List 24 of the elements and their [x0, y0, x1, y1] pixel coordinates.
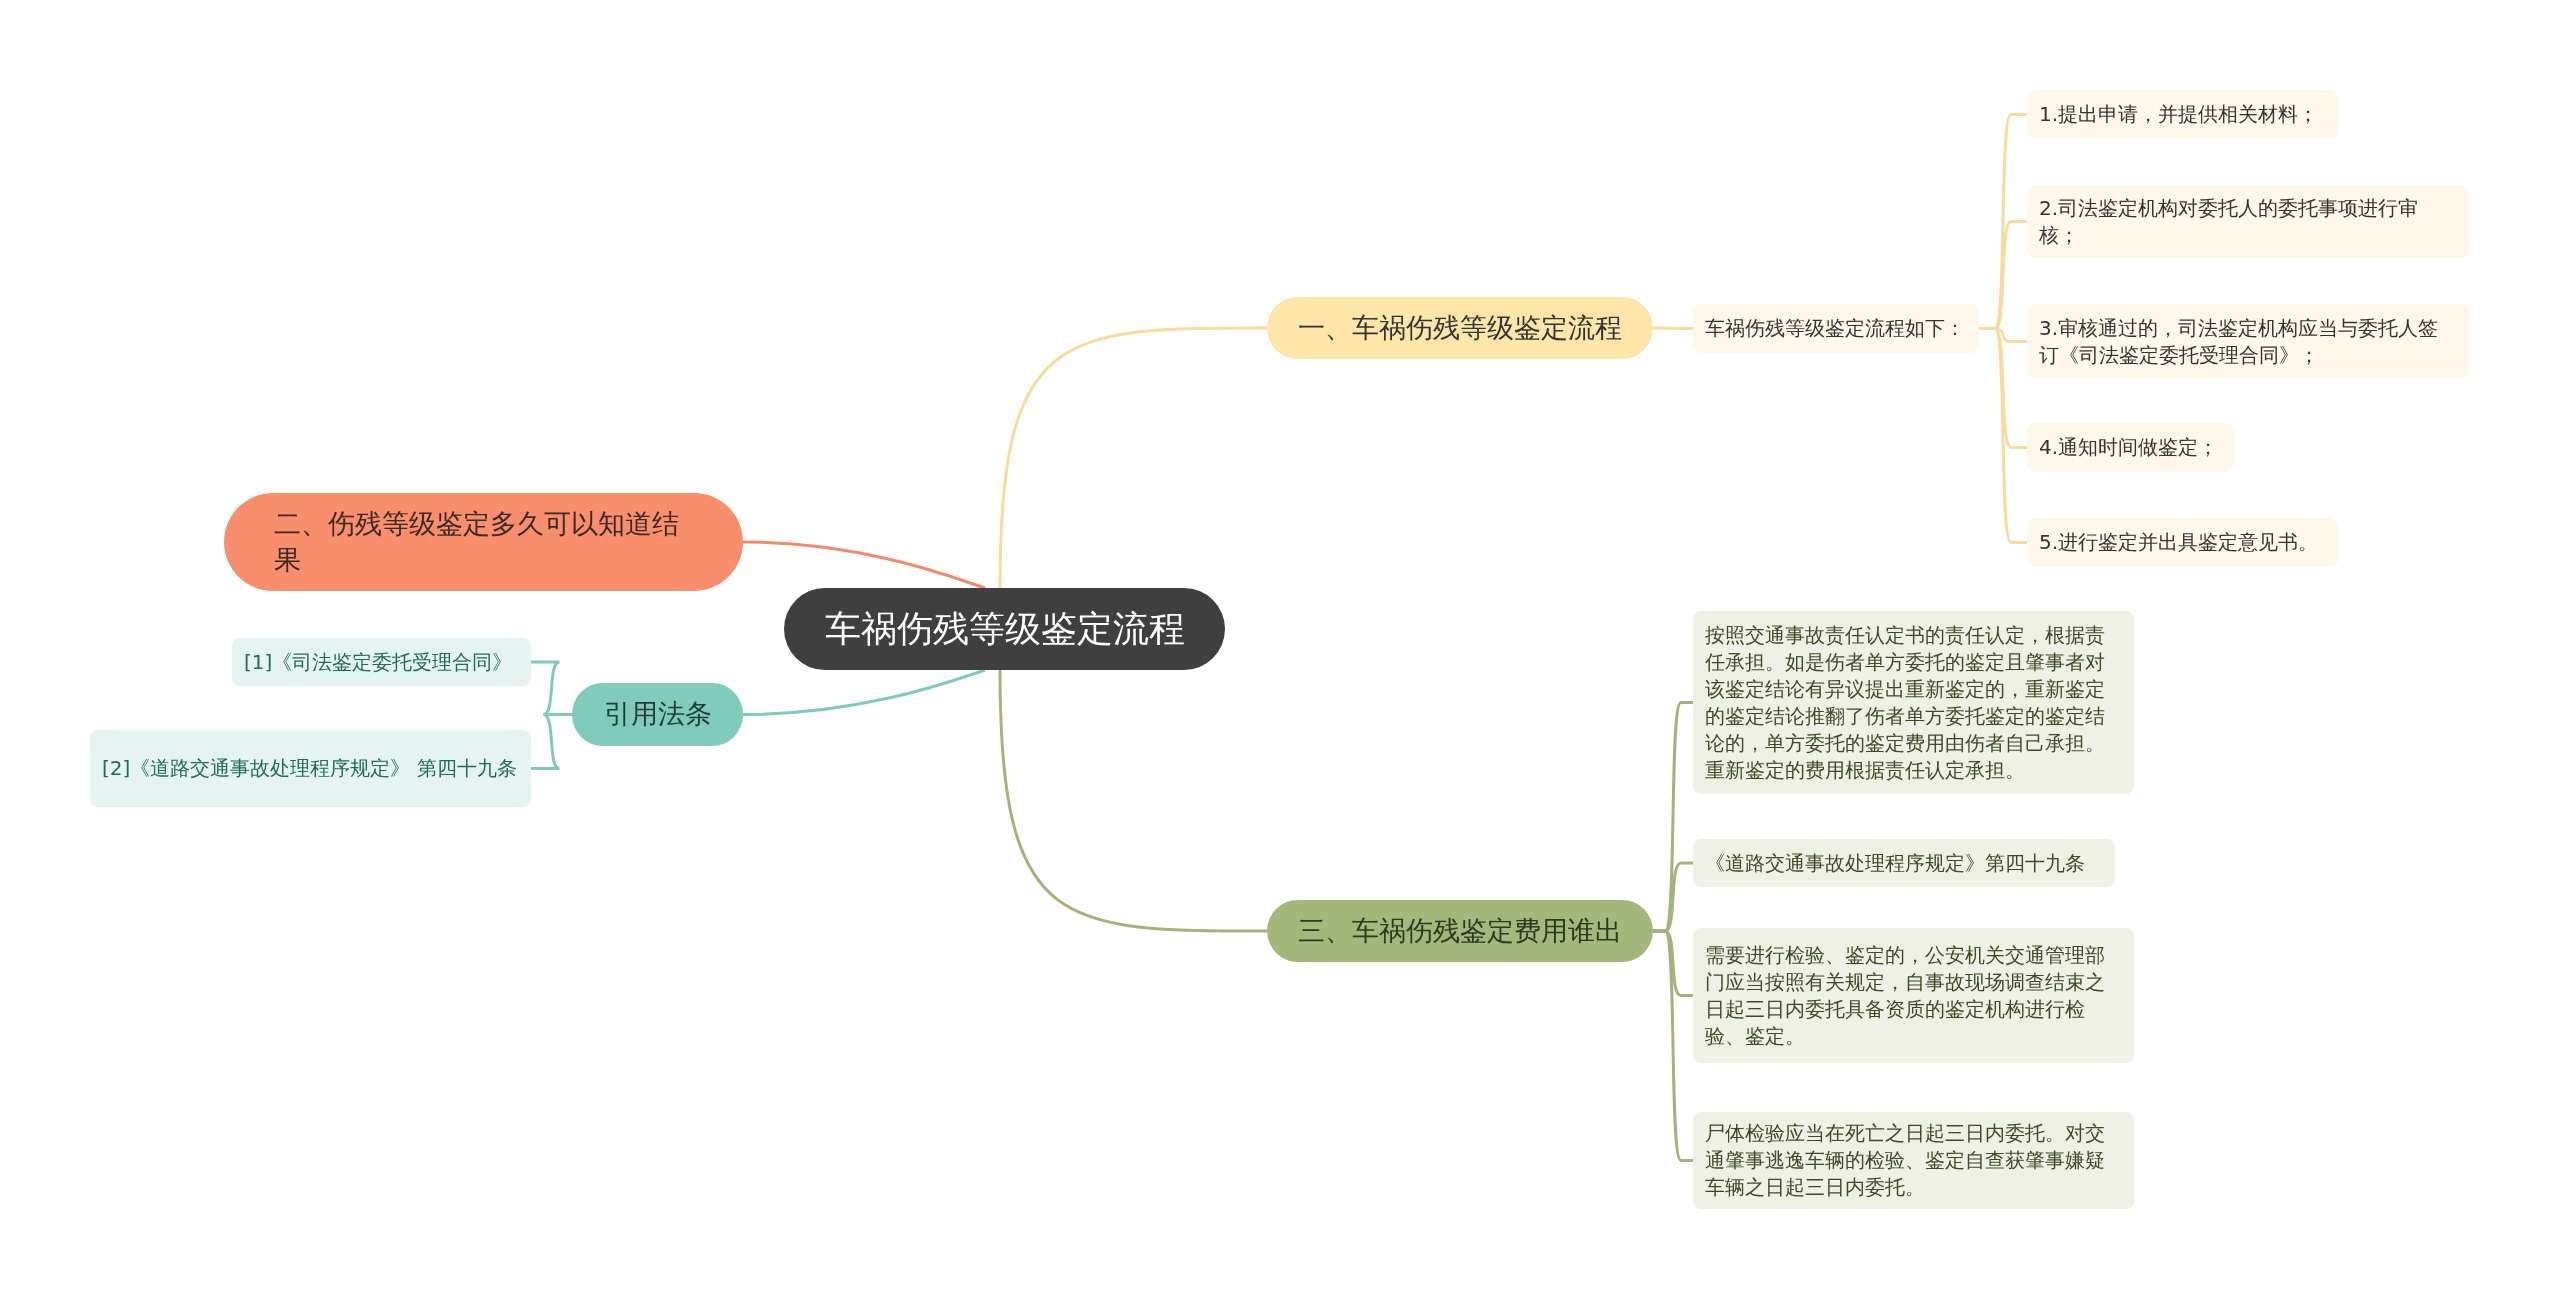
- subtopic-box: 车祸伤残等级鉴定流程如下：: [1693, 304, 1979, 353]
- branch-topic: 一、车祸伤残等级鉴定流程: [1267, 297, 1653, 359]
- connector-line: [1653, 326, 1693, 330]
- central-topic: 车祸伤残等级鉴定流程: [784, 588, 1225, 670]
- subtopic-box: 按照交通事故责任认定书的责任认定，根据责任承担。如是伤者单方委托的鉴定且肇事者对该鉴定结论有异议提出重新鉴定的，重新鉴定的鉴定结论推翻了伤者单方委托鉴定的鉴定结论的，单方委托的鉴定费用由伤者自己承担。重新鉴定的费用根据责任认定承担。: [1693, 611, 2134, 794]
- subtopic-box: 《道路交通事故处理程序规定》第四十九条: [1693, 839, 2115, 887]
- subtopic-box: 5.进行鉴定并出具鉴定意见书。: [2027, 518, 2338, 567]
- subtopic-box: [2]《道路交通事故处理程序规定》 第四十九条: [90, 730, 531, 807]
- connector-line: [1653, 929, 1693, 1162]
- connector-line: [998, 326, 1267, 589]
- connector-line: [742, 540, 986, 590]
- subtopic-box: 2.司法鉴定机构对委托人的委托事项进行审核；: [2027, 185, 2469, 258]
- subtopic-box: 3.审核通过的，司法鉴定机构应当与委托人签订《司法鉴定委托受理合同》；: [2027, 304, 2469, 379]
- connector-line: [742, 668, 986, 716]
- connector-line: [998, 669, 1267, 933]
- subtopic-box: 需要进行检验、鉴定的，公安机关交通管理部门应当按照有关规定，自事故现场调查结束之日起三日内委托具备资质的鉴定机构进行检验、鉴定。: [1693, 928, 2134, 1063]
- subtopic-box: 1.提出申请，并提供相关材料；: [2027, 90, 2338, 139]
- subtopic-box: 尸体检验应当在死亡之日起三日内委托。对交通肇事逃逸车辆的检验、鉴定自查获肇事嫌疑车辆之日起三日内委托。: [1693, 1112, 2134, 1209]
- subtopic-box: [1]《司法鉴定委托受理合同》: [232, 638, 531, 686]
- branch-topic: 三、车祸伤残鉴定费用谁出: [1267, 900, 1653, 962]
- branch-topic: 二、伤残等级鉴定多久可以知道结果: [224, 493, 743, 591]
- branch-topic: 引用法条: [572, 683, 743, 746]
- subtopic-box: 4.通知时间做鉴定；: [2027, 423, 2234, 472]
- connector-line: [531, 713, 572, 770]
